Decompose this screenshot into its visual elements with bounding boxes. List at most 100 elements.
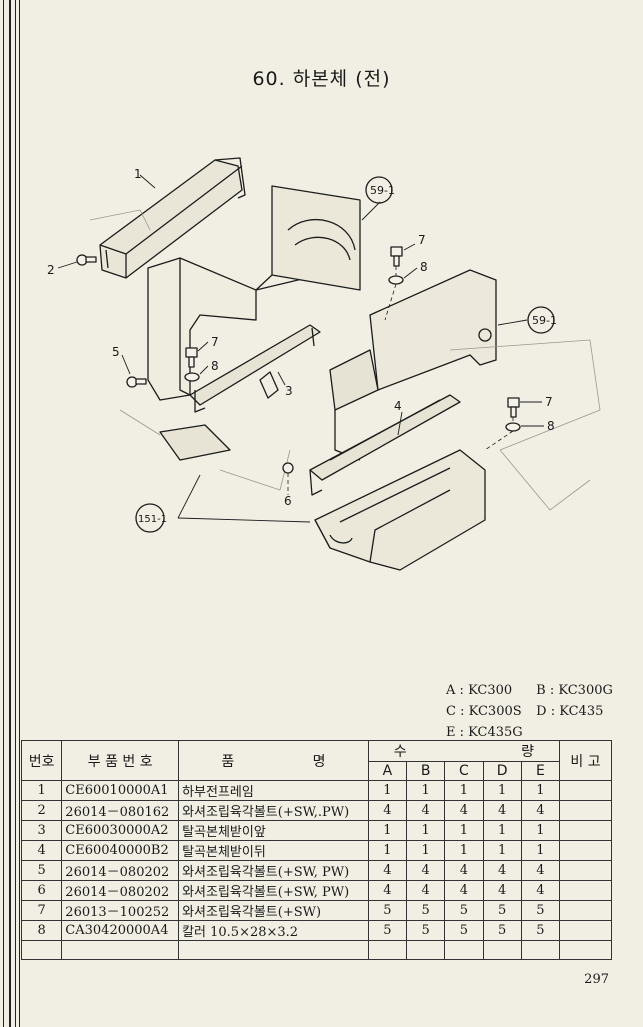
binding-margin [0,0,24,1027]
callout-59-1-right: 59-1 [532,314,557,327]
row-code: 26014－080202 [61,860,180,881]
row-code: 26014－080202 [61,880,180,901]
row-qty-e: 1 [520,780,561,801]
row-qty-d: 5 [482,920,522,941]
empty-cell [367,940,408,960]
header-col-c: C [444,761,484,781]
callout-8b: 8 [211,359,219,373]
row-qty-b: 5 [406,920,446,941]
row-qty-a: 4 [367,880,408,901]
callout-5: 5 [112,345,120,359]
row-note [559,880,612,901]
table-row: 5 26014－080202 와셔조립육각볼트(+SW, PW) 4 4 4 4… [20,860,612,881]
row-qty-e: 5 [520,920,561,941]
empty-cell [61,940,180,960]
row-code: 26013－100252 [61,900,180,921]
row-qty-b: 4 [406,800,446,821]
header-code: 부 품 번 호 [61,740,180,781]
table-row: 3 CE60030000A2 탈곡본체받이앞 1 1 1 1 1 [20,820,612,841]
row-qty-d: 4 [482,860,522,881]
callout-2: 2 [47,263,55,277]
row-qty-d: 4 [482,880,522,901]
row-note [559,820,612,841]
row-qty-a: 4 [367,800,408,821]
row-name: 와셔조립육각볼트(+SW, PW) [178,880,369,901]
table-row: 6 26014－080202 와셔조립육각볼트(+SW, PW) 4 4 4 4… [20,880,612,901]
row-code: 26014－080162 [61,800,180,821]
row-qty-c: 5 [444,920,484,941]
header-col-e: E [520,761,561,781]
row-no: 5 [20,860,63,881]
header-note: 비 고 [559,740,612,781]
row-note [559,840,612,861]
row-note [559,780,612,801]
empty-cell [559,940,612,960]
row-qty-b: 1 [406,840,446,861]
row-qty-c: 4 [444,880,484,901]
row-qty-b: 1 [406,780,446,801]
row-name: 와셔조립육각볼트(+SW, PW) [178,860,369,881]
row-qty-b: 5 [406,900,446,921]
row-qty-b: 4 [406,860,446,881]
row-qty-d: 4 [482,800,522,821]
row-qty-e: 1 [520,840,561,861]
header-col-a: A [367,761,408,781]
table-row: 2 26014－080162 와셔조립육각볼트(+SW,.PW) 4 4 4 4… [20,800,612,821]
header-no: 번호 [20,740,63,781]
row-qty-e: 1 [520,820,561,841]
row-qty-b: 1 [406,820,446,841]
row-qty-a: 1 [367,780,408,801]
row-code: CE60030000A2 [61,820,180,841]
row-no: 6 [20,880,63,901]
callout-7a: 7 [418,233,426,247]
header-col-d: D [482,761,522,781]
empty-cell [406,940,446,960]
row-note [559,920,612,941]
row-no: 8 [20,920,63,941]
callout-7b: 7 [211,335,219,349]
row-qty-c: 5 [444,900,484,921]
row-qty-e: 4 [520,800,561,821]
row-name: 와셔조립육각볼트(+SW) [178,900,369,921]
callout-8c: 8 [547,419,555,433]
row-qty-b: 4 [406,880,446,901]
row-name: 하부전프레임 [178,780,369,801]
row-name: 칼러 10.5×28×3.2 [178,920,369,941]
row-qty-c: 1 [444,780,484,801]
row-name: 탈곡본체받이앞 [178,820,369,841]
row-qty-c: 1 [444,840,484,861]
table-row: 7 26013－100252 와셔조립육각볼트(+SW) 5 5 5 5 5 [20,900,612,921]
row-qty-c: 4 [444,860,484,881]
row-qty-c: 4 [444,800,484,821]
model-c: C : KC300S [446,704,522,719]
callout-151-1: 151-1 [138,514,167,525]
empty-cell [20,940,63,960]
row-qty-e: 4 [520,880,561,901]
row-note [559,860,612,881]
model-e: E : KC435G [446,725,523,740]
row-name: 와셔조립육각볼트(+SW,.PW) [178,800,369,821]
table-row: 8 CA30420000A4 칼러 10.5×28×3.2 5 5 5 5 5 [20,920,612,941]
row-no: 7 [20,900,63,921]
callout-4: 4 [394,399,402,413]
empty-cell [444,940,484,960]
page-number: 297 [584,972,609,987]
table-row-empty [20,940,612,960]
row-qty-a: 1 [367,820,408,841]
model-legend: A : KC300 B : KC300G C : KC300S D : KC43… [446,680,622,743]
row-qty-a: 5 [367,920,408,941]
row-qty-d: 1 [482,780,522,801]
row-code: CE60010000A1 [61,780,180,801]
row-note [559,800,612,821]
page-title: 60. 하본체 (전) [252,68,391,90]
row-qty-a: 4 [367,860,408,881]
model-a: A : KC300 [446,683,513,698]
row-qty-a: 1 [367,840,408,861]
header-col-b: B [406,761,446,781]
callout-6: 6 [284,494,292,508]
table-subheader-row: A B C D E [22,761,612,781]
model-d: D : KC435 [536,704,604,719]
